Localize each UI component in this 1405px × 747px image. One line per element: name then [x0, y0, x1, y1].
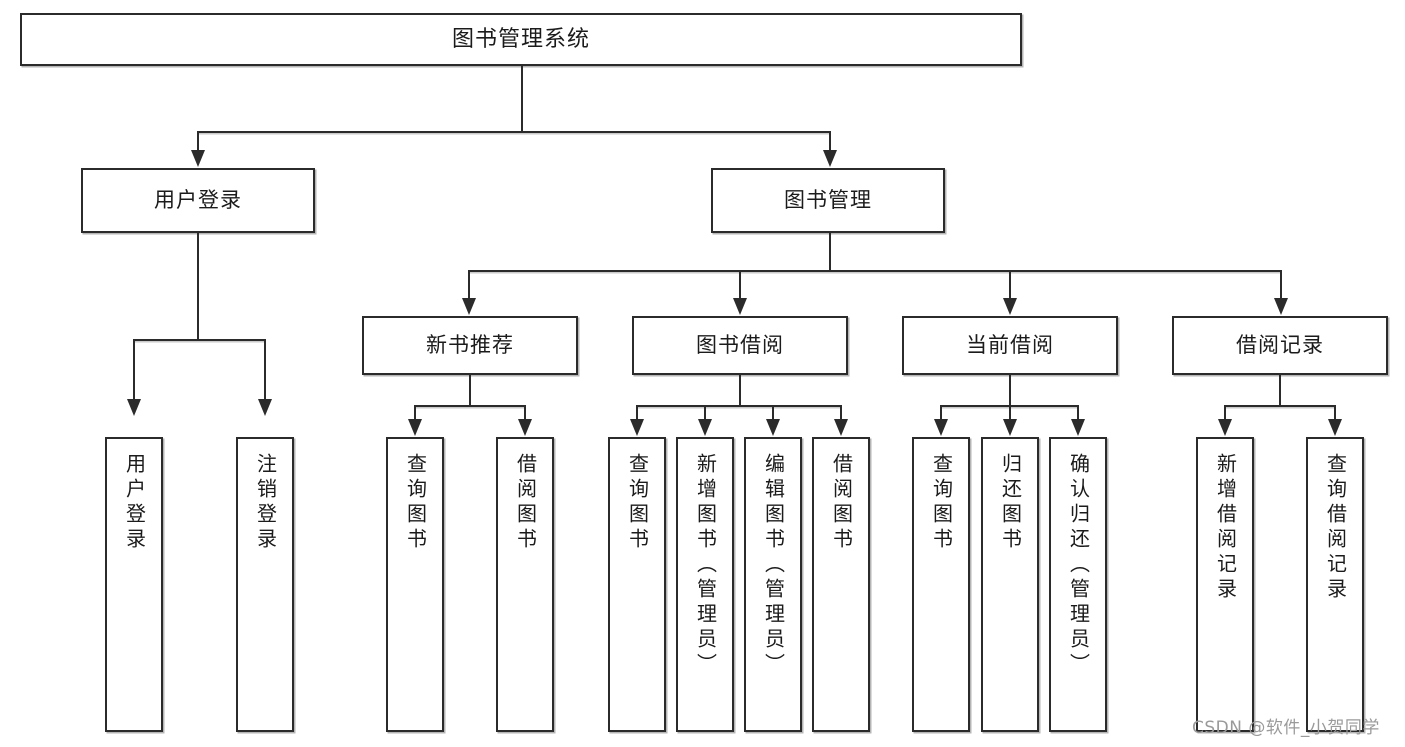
connector-level2-bus	[197, 131, 831, 133]
connector-borrow-record-stem	[1279, 375, 1281, 406]
leaf-borrow-book-recommend[interactable]: 借阅图书	[496, 437, 554, 732]
arrow-to-leaf-user-login	[127, 399, 141, 416]
node-label: 编辑图书（管理员）	[761, 453, 786, 678]
leaf-query-book-borrow[interactable]: 查询图书	[608, 437, 666, 732]
connector-drop-leaf-query-book-1	[414, 405, 416, 421]
connector-drop-new-book	[468, 270, 470, 300]
arrow-to-leaf-borrow-book-1	[518, 419, 532, 436]
node-label: 图书管理系统	[451, 26, 590, 52]
node-label: 借阅图书	[829, 453, 854, 553]
connector-drop-leaf-query-book-2	[636, 405, 638, 421]
connector-book-manage-stem	[829, 233, 831, 271]
node-label: 用户登录	[154, 188, 242, 213]
node-label: 查询图书	[929, 453, 954, 553]
connector-drop-leaf-query-record	[1334, 405, 1336, 421]
node-label: 确认归还（管理员）	[1066, 453, 1091, 678]
node-label: 用户登录	[122, 453, 147, 553]
node-label: 当前借阅	[966, 333, 1054, 358]
arrow-to-leaf-edit-book	[766, 419, 780, 436]
connector-drop-leaf-confirm-return	[1077, 405, 1079, 421]
connector-current-borrow-stem	[1009, 375, 1011, 406]
connector-drop-book-borrow	[739, 270, 741, 300]
arrow-to-book-manage	[823, 150, 837, 167]
node-label: 新增借阅记录	[1213, 453, 1238, 603]
connector-borrow-record-bus	[1224, 405, 1336, 407]
node-label: 查询借阅记录	[1323, 453, 1348, 603]
node-user-login[interactable]: 用户登录	[81, 168, 315, 233]
connector-drop-leaf-edit-book	[772, 405, 774, 421]
leaf-logout[interactable]: 注销登录	[236, 437, 294, 732]
connector-user-login-bus	[133, 339, 265, 341]
connector-drop-leaf-add-book	[704, 405, 706, 421]
leaf-query-book-recommend[interactable]: 查询图书	[386, 437, 444, 732]
node-label: 图书借阅	[696, 333, 784, 358]
arrow-to-leaf-query-book-1	[408, 419, 422, 436]
connector-root-stem	[521, 66, 523, 132]
connector-level3-bus	[468, 270, 1282, 272]
node-book-borrow[interactable]: 图书借阅	[632, 316, 848, 375]
arrow-to-leaf-add-record	[1218, 419, 1232, 436]
node-label: 归还图书	[998, 453, 1023, 553]
connector-new-book-bus	[414, 405, 526, 407]
connector-book-borrow-stem	[739, 375, 741, 406]
node-label: 新书推荐	[426, 333, 514, 358]
leaf-return-book[interactable]: 归还图书	[981, 437, 1039, 732]
connector-drop-current-borrow	[1009, 270, 1011, 300]
connector-drop-leaf-return-book	[1009, 405, 1011, 421]
arrow-to-borrow-record	[1274, 298, 1288, 315]
node-label: 图书管理	[784, 188, 872, 213]
arrow-to-leaf-confirm-return	[1071, 419, 1085, 436]
connector-drop-user-login	[197, 131, 199, 153]
leaf-add-book[interactable]: 新增图书（管理员）	[676, 437, 734, 732]
connector-book-borrow-bus	[636, 405, 842, 407]
node-label: 查询图书	[403, 453, 428, 553]
node-label: 借阅图书	[513, 453, 538, 553]
node-label: 借阅记录	[1236, 333, 1324, 358]
arrow-to-user-login	[191, 150, 205, 167]
connector-drop-book-manage	[829, 131, 831, 153]
connector-drop-borrow-record	[1280, 270, 1282, 300]
leaf-edit-book[interactable]: 编辑图书（管理员）	[744, 437, 802, 732]
node-new-book-recommend[interactable]: 新书推荐	[362, 316, 578, 375]
connector-drop-leaf-add-record	[1224, 405, 1226, 421]
arrow-to-leaf-query-record	[1328, 419, 1342, 436]
connector-new-book-stem	[469, 375, 471, 406]
connector-drop-leaf-borrow-book-1	[524, 405, 526, 421]
leaf-query-borrow-record[interactable]: 查询借阅记录	[1306, 437, 1364, 732]
arrow-to-leaf-query-book-3	[934, 419, 948, 436]
arrow-to-leaf-return-book	[1003, 419, 1017, 436]
arrow-to-leaf-borrow-book-2	[834, 419, 848, 436]
leaf-query-book-current[interactable]: 查询图书	[912, 437, 970, 732]
connector-drop-leaf-logout	[264, 339, 266, 401]
node-root-system[interactable]: 图书管理系统	[20, 13, 1022, 66]
leaf-user-login[interactable]: 用户登录	[105, 437, 163, 732]
node-borrow-record[interactable]: 借阅记录	[1172, 316, 1388, 375]
connector-drop-leaf-user-login	[133, 339, 135, 401]
watermark-text: CSDN @软件_小贺同学	[1192, 718, 1380, 738]
arrow-to-leaf-logout	[258, 399, 272, 416]
arrow-to-leaf-add-book	[698, 419, 712, 436]
node-book-management[interactable]: 图书管理	[711, 168, 945, 233]
arrow-to-new-book	[462, 298, 476, 315]
connector-user-login-stem	[197, 233, 199, 340]
connector-drop-leaf-borrow-book-2	[840, 405, 842, 421]
arrow-to-leaf-query-book-2	[630, 419, 644, 436]
leaf-confirm-return[interactable]: 确认归还（管理员）	[1049, 437, 1107, 732]
leaf-borrow-book[interactable]: 借阅图书	[812, 437, 870, 732]
leaf-add-borrow-record[interactable]: 新增借阅记录	[1196, 437, 1254, 732]
node-label: 查询图书	[625, 453, 650, 553]
connector-drop-leaf-query-book-3	[940, 405, 942, 421]
node-label: 注销登录	[253, 453, 278, 553]
arrow-to-current-borrow	[1003, 298, 1017, 315]
arrow-to-book-borrow	[733, 298, 747, 315]
node-current-borrow[interactable]: 当前借阅	[902, 316, 1118, 375]
node-label: 新增图书（管理员）	[693, 453, 718, 678]
